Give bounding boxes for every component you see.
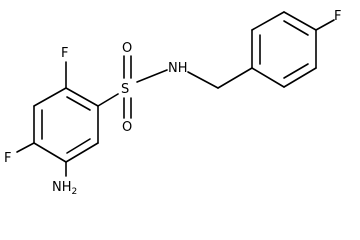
bond-c-s — [97, 93, 119, 107]
double-bond-inner — [66, 96, 91, 111]
bond-c-f-para — [315, 19, 335, 31]
atom-f-top: F — [61, 46, 68, 61]
atom-f-para: F — [334, 9, 341, 24]
bond — [33, 142, 67, 163]
bond — [283, 67, 317, 88]
amino-subscript: 2 — [72, 187, 78, 197]
structure-canvas: F F NH2 S O O NH F — [4, 9, 342, 197]
bond — [65, 142, 99, 163]
bond-s-n — [136, 69, 168, 83]
double-bond-inner — [283, 20, 309, 36]
ring-a — [33, 87, 99, 163]
amino-symbol: NH — [52, 180, 72, 195]
bond — [283, 11, 317, 31]
bond-ch2-ring — [217, 67, 253, 89]
atom-s: S — [121, 82, 129, 97]
double-bond-inner — [66, 138, 91, 154]
atom-nh: NH — [168, 61, 188, 76]
bond — [251, 11, 285, 31]
bond-c-f-left — [16, 142, 35, 153]
double-bond-inner — [283, 63, 309, 79]
atom-nh2: NH2 — [52, 180, 77, 197]
molecule-drawing: F F NH2 S O O NH F — [4, 9, 341, 197]
atom-o-top: O — [122, 41, 132, 56]
bond — [251, 67, 285, 88]
atom-o-bottom: O — [122, 120, 132, 135]
ring-b — [251, 11, 317, 88]
atom-f-left: F — [4, 151, 11, 166]
bond — [65, 87, 99, 107]
bond-n-ch2 — [187, 71, 219, 89]
bond — [33, 87, 67, 107]
